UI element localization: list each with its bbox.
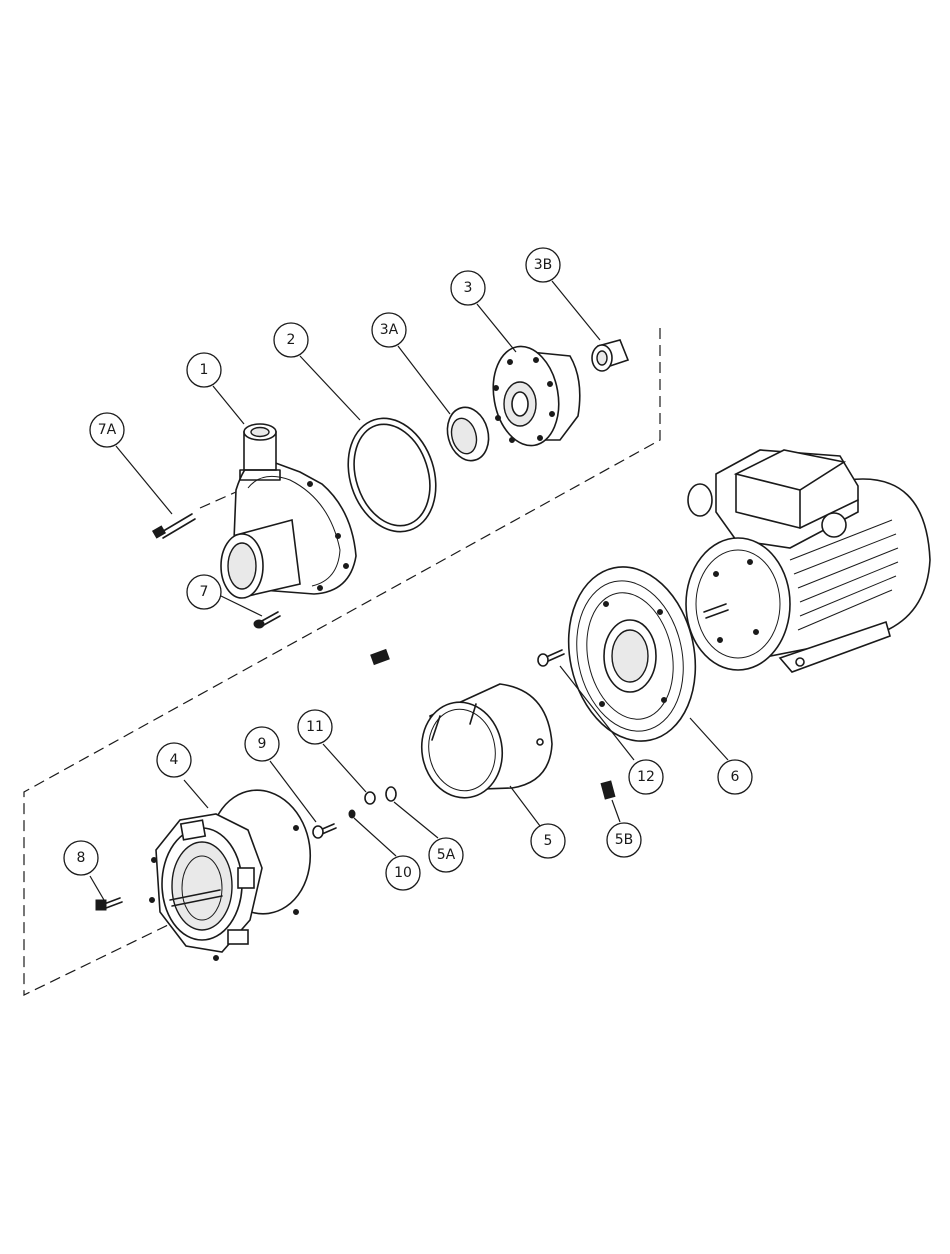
svg-text:11: 11 [306,719,324,735]
svg-text:5A: 5A [437,847,456,863]
callout-3b: 3B [526,248,560,282]
loose-screw [371,650,389,665]
callout-11: 11 [298,710,332,744]
leader-11 [323,744,366,792]
callout-3a: 3A [372,313,406,347]
part-6-motor-adapter [553,555,711,753]
callout-3: 3 [451,271,485,305]
part-1-pump-casing [221,424,356,598]
leader-3 [477,304,516,352]
svg-text:7: 7 [200,584,209,600]
leader-5b [612,800,620,822]
part-3a-seal-ring [442,403,495,466]
leader-2 [300,356,360,420]
leader-6 [690,718,728,760]
part-11-nut [365,792,375,804]
leader-8 [90,876,104,900]
svg-text:5: 5 [544,833,553,849]
svg-text:2: 2 [287,332,296,348]
svg-text:1: 1 [200,362,209,378]
callout-9: 9 [245,727,279,761]
callout-8: 8 [64,841,98,875]
part-9-screw [313,824,336,838]
callout-6: 6 [718,760,752,794]
svg-text:6: 6 [731,769,740,785]
leader-5a [394,802,438,838]
part-4-bearing-bracket [150,784,319,961]
callout-10: 10 [386,856,420,890]
callout-5a: 5A [429,838,463,872]
callout-5: 5 [531,824,565,858]
part-3-seal-housing-flange [486,341,580,451]
part-5b-set-screw [601,781,615,799]
part-5a-washer [386,787,396,801]
part-10-small-screw [349,810,355,818]
leader-5 [510,786,540,826]
svg-text:3: 3 [464,280,473,296]
svg-text:8: 8 [77,850,86,866]
part-12-bolt [538,650,564,666]
part-7a-long-bolt [153,514,195,538]
callout-1: 1 [187,353,221,387]
callout-7: 7 [187,575,221,609]
svg-text:4: 4 [170,752,179,768]
part-8-bolt [96,898,122,910]
part-5-sleeve [414,684,552,804]
svg-text:5B: 5B [615,832,634,848]
leader-4 [184,780,208,808]
leader-10 [354,818,396,856]
svg-text:3A: 3A [380,322,399,338]
svg-text:3B: 3B [534,257,553,273]
callout-4: 4 [157,743,191,777]
svg-text:7A: 7A [98,422,117,438]
part-2-o-ring [334,407,450,543]
callout-12: 12 [629,760,663,794]
svg-text:10: 10 [394,865,412,881]
callout-5b: 5B [607,823,641,857]
electric-motor [686,450,930,672]
leader-3b [552,281,600,340]
leader-3a [398,346,450,414]
svg-text:12: 12 [637,769,655,785]
callout-7a: 7A [90,413,124,447]
leader-1 [213,386,244,424]
svg-text:9: 9 [258,736,267,752]
callout-2: 2 [274,323,308,357]
leader-7a [116,446,172,514]
assembly-axis-dashed-line [200,492,236,508]
leader-7 [221,596,262,616]
part-3b-bushing [592,340,628,371]
